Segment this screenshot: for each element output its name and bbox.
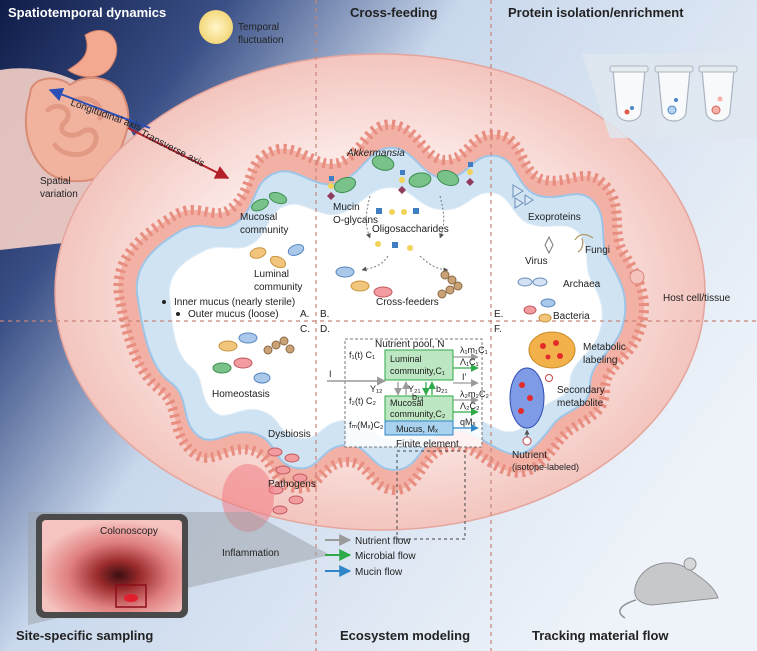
luminal-community-label-2: community	[254, 282, 302, 293]
cross-feeders-label: Cross-feeders	[376, 297, 439, 308]
out6-label: qMₓ	[460, 417, 476, 427]
legend-nutrient: Nutrient flow	[355, 536, 411, 547]
legend-mucin: Mucin flow	[355, 567, 403, 578]
b21-label: b₂₁	[436, 384, 448, 394]
transverse-axis-arrow	[127, 127, 230, 179]
metabolic-label-1: Metabolic	[583, 342, 626, 353]
tube-icon	[654, 65, 694, 122]
panel-title-tracking: Tracking material flow	[532, 628, 669, 643]
bacteria-cluster-a	[249, 191, 305, 269]
f2-label: f₂(t) C₂	[349, 396, 376, 406]
mucosal-box-label-2: community,C₂	[390, 409, 446, 419]
akkermansia-cluster	[327, 155, 474, 200]
temporal-label-1: Temporal	[238, 22, 279, 33]
cross-feeder-cluster	[335, 266, 463, 299]
nutrient-label-1: Nutrient	[512, 450, 547, 461]
sun-icon	[199, 10, 233, 44]
secondary-label-1: Secondary	[557, 385, 605, 396]
legend-microbial: Microbial flow	[355, 551, 416, 562]
luminal-box-label-1: Luminal	[390, 354, 422, 364]
tube-panel	[582, 54, 757, 138]
f1-label: f₁(t) C₁	[349, 350, 375, 360]
label-letter-b: B.	[320, 309, 329, 320]
out2-label: Λ₁C₁	[460, 357, 479, 367]
label-letter-c: C.	[300, 324, 310, 335]
host-tissue-label: Host cell/tissue	[663, 293, 731, 304]
exoproteins-label: Exoproteins	[528, 212, 581, 223]
out5-label: Λ₂C₂	[460, 401, 480, 411]
temporal-label-2: fluctuation	[238, 35, 284, 46]
mucus-box-label: Mucus, Mₓ	[396, 424, 438, 434]
colonoscopy-label: Colonoscopy	[100, 526, 158, 537]
input-label: I	[329, 369, 332, 379]
akkermansia-label: Akkermansia	[346, 148, 405, 159]
out3-label: I'	[462, 372, 467, 382]
metabolic-labeling-diagram	[509, 331, 576, 446]
virus-label: Virus	[525, 256, 548, 267]
nutrient-pool-label: Nutrient pool, N	[375, 339, 444, 350]
out4-label: λ₂m₂C₂	[460, 389, 489, 399]
spatial-label-2: variation	[40, 189, 78, 200]
mucosal-community-label-2: community	[240, 225, 288, 236]
archaea-label: Archaea	[563, 279, 601, 290]
y12-label: Y₁₂	[370, 384, 383, 394]
label-letter-e: E.	[494, 309, 503, 320]
luminal-box-label-2: community,C₁	[390, 366, 445, 376]
fungi-label: Fungi	[585, 245, 610, 256]
flow-legend	[325, 534, 352, 577]
mucosal-community-label-1: Mucosal	[240, 212, 277, 223]
longitudinal-axis-arrow	[48, 87, 151, 129]
mucin-label-2: O-glycans	[333, 215, 378, 226]
label-letter-a: A.	[300, 309, 309, 320]
tube-icon	[698, 65, 738, 122]
pathogen-cluster	[267, 447, 308, 515]
mucin-label-1: Mucin	[333, 202, 360, 213]
label-letter-d: D.	[320, 324, 330, 335]
tube-icon	[609, 65, 649, 122]
b12-label: b₁₂	[412, 392, 424, 402]
lumen	[168, 187, 603, 441]
outer-mucus-label: Outer mucus (loose)	[188, 309, 279, 320]
inflammation-label: Inflammation	[222, 548, 279, 559]
mucosal-community-box	[384, 395, 454, 422]
intestine-icon	[24, 76, 130, 183]
stomach-icon	[67, 29, 118, 78]
spatial-label-1: Spatial	[40, 176, 71, 187]
finite-element-label: Finite element	[396, 439, 459, 450]
oligosaccharides-label: Oligosaccharides	[372, 224, 449, 235]
model-diagram	[327, 338, 483, 448]
mucosal-box-label-1: Mucosal	[390, 398, 424, 408]
fm-label: fₘ(Mₓ)C₂	[349, 420, 384, 430]
mouse-icon	[619, 557, 719, 619]
dysbiosis-label: Dysbiosis	[268, 429, 311, 440]
out1-label: λ₁m₁C₁	[460, 345, 488, 355]
secondary-label-2: metabolite	[557, 398, 604, 409]
bacteria-label: Bacteria	[553, 311, 590, 322]
metabolic-label-2: labeling	[583, 355, 617, 366]
panel-title-spatiotemporal: Spatiotemporal dynamics	[8, 5, 166, 20]
y21-label: Y₂₁	[408, 384, 421, 394]
homeostasis-microbes	[212, 332, 295, 384]
luminal-community-box	[384, 349, 454, 381]
inner-mucus-label: Inner mucus (nearly sterile)	[174, 297, 295, 308]
pathogens-label: Pathogens	[268, 479, 316, 490]
label-letter-f: F.	[494, 324, 502, 335]
panel-title-cross-feeding: Cross-feeding	[350, 5, 437, 20]
microbe-icons	[512, 184, 645, 323]
panel-title-protein: Protein isolation/enrichment	[508, 5, 684, 20]
panel-title-sampling: Site-specific sampling	[16, 628, 153, 643]
nutrient-label-2: (isotope-labeled)	[512, 462, 579, 472]
homeostasis-label: Homeostasis	[212, 389, 270, 400]
luminal-community-label-1: Luminal	[254, 269, 289, 280]
panel-title-modeling: Ecosystem modeling	[340, 628, 470, 643]
oligosaccharide-icons	[361, 195, 449, 273]
colonoscopy-inset	[28, 512, 330, 625]
